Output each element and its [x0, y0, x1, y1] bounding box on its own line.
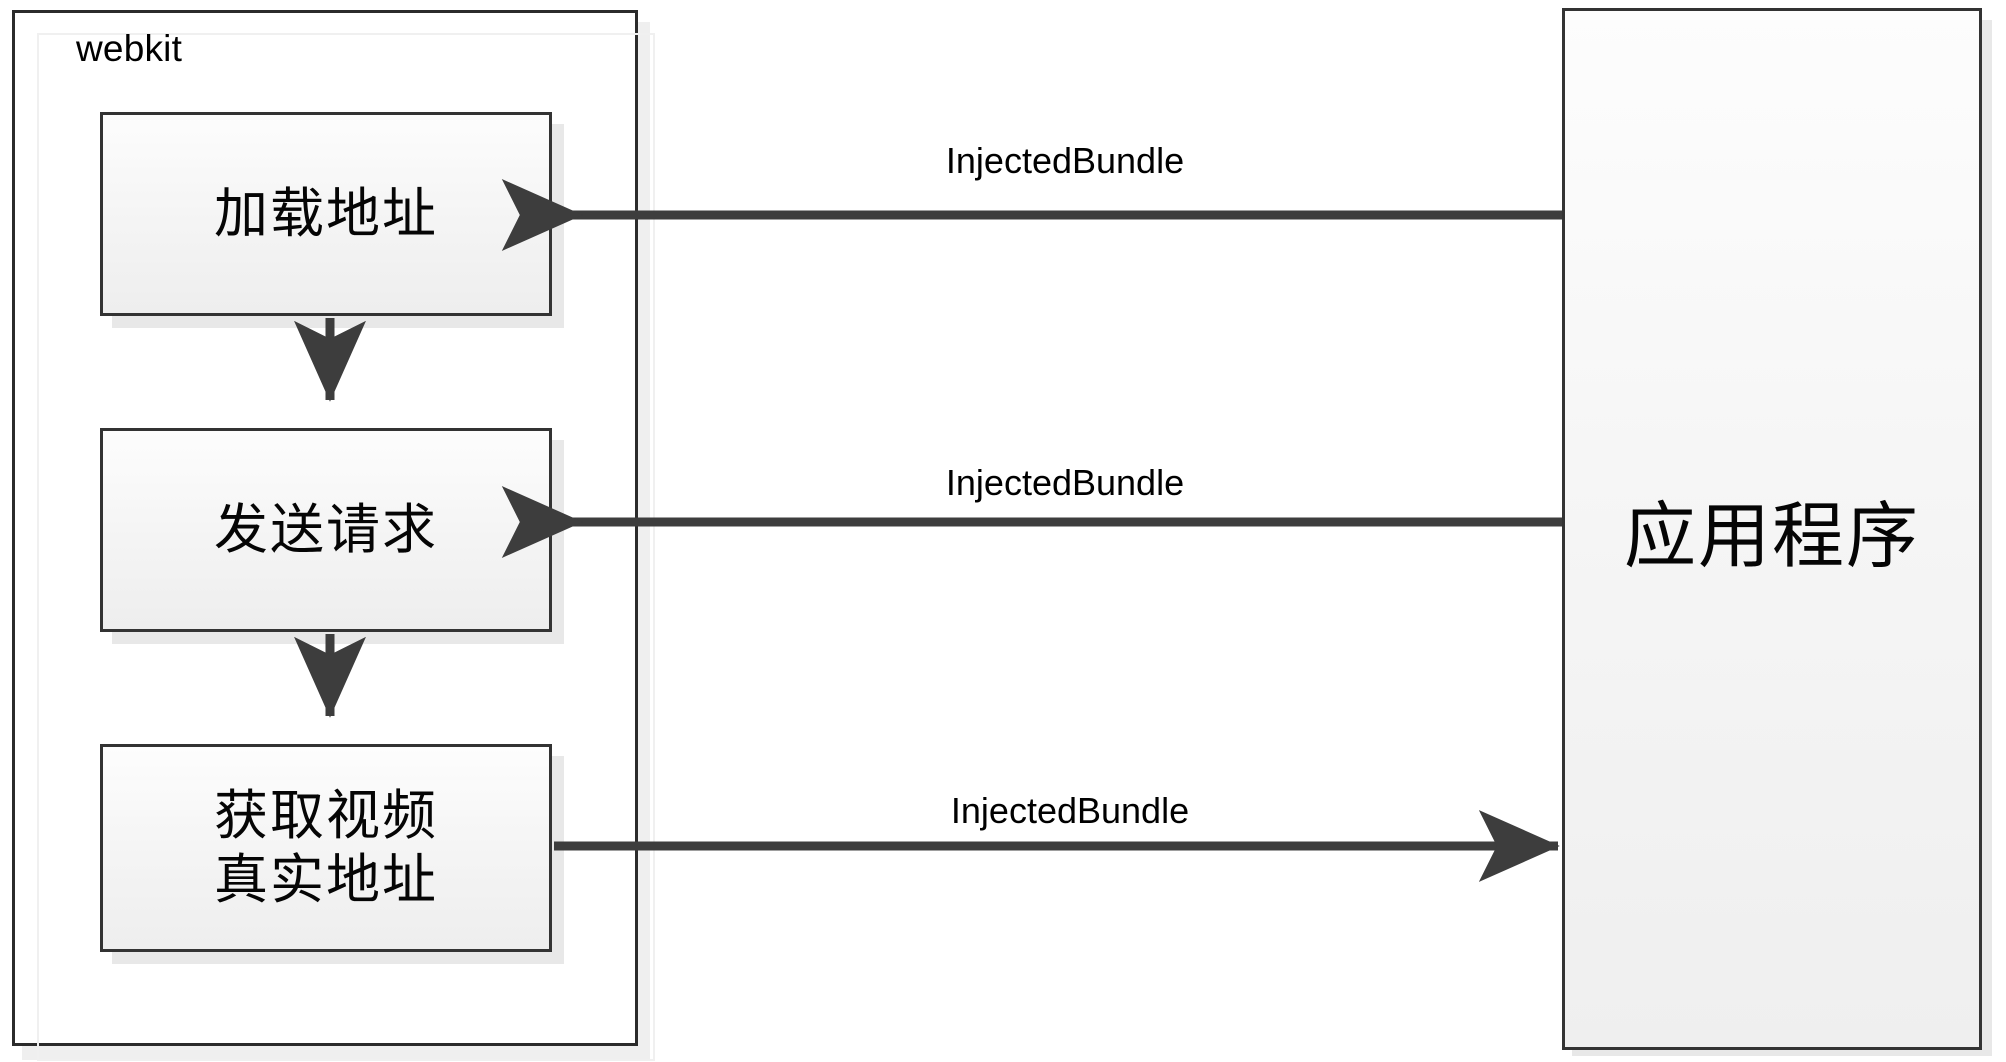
webkit-container-label: webkit: [76, 28, 183, 69]
node-send-request-label: 发送请求: [214, 498, 438, 562]
edge-label-injectedbundle-2: InjectedBundle: [945, 462, 1185, 503]
node-fetch-video-url-label: 获取视频 真实地址: [214, 784, 438, 911]
node-send-request[interactable]: 发送请求: [100, 428, 552, 632]
edge-label-injectedbundle-3: InjectedBundle: [950, 790, 1190, 831]
node-load-address[interactable]: 加载地址: [100, 112, 552, 316]
node-load-address-label: 加载地址: [214, 182, 438, 246]
node-application-label: 应用程序: [1623, 493, 1920, 578]
node-application[interactable]: 应用程序: [1562, 8, 1982, 1050]
node-fetch-video-url[interactable]: 获取视频 真实地址: [100, 744, 552, 952]
edge-label-injectedbundle-1: InjectedBundle: [945, 140, 1185, 181]
